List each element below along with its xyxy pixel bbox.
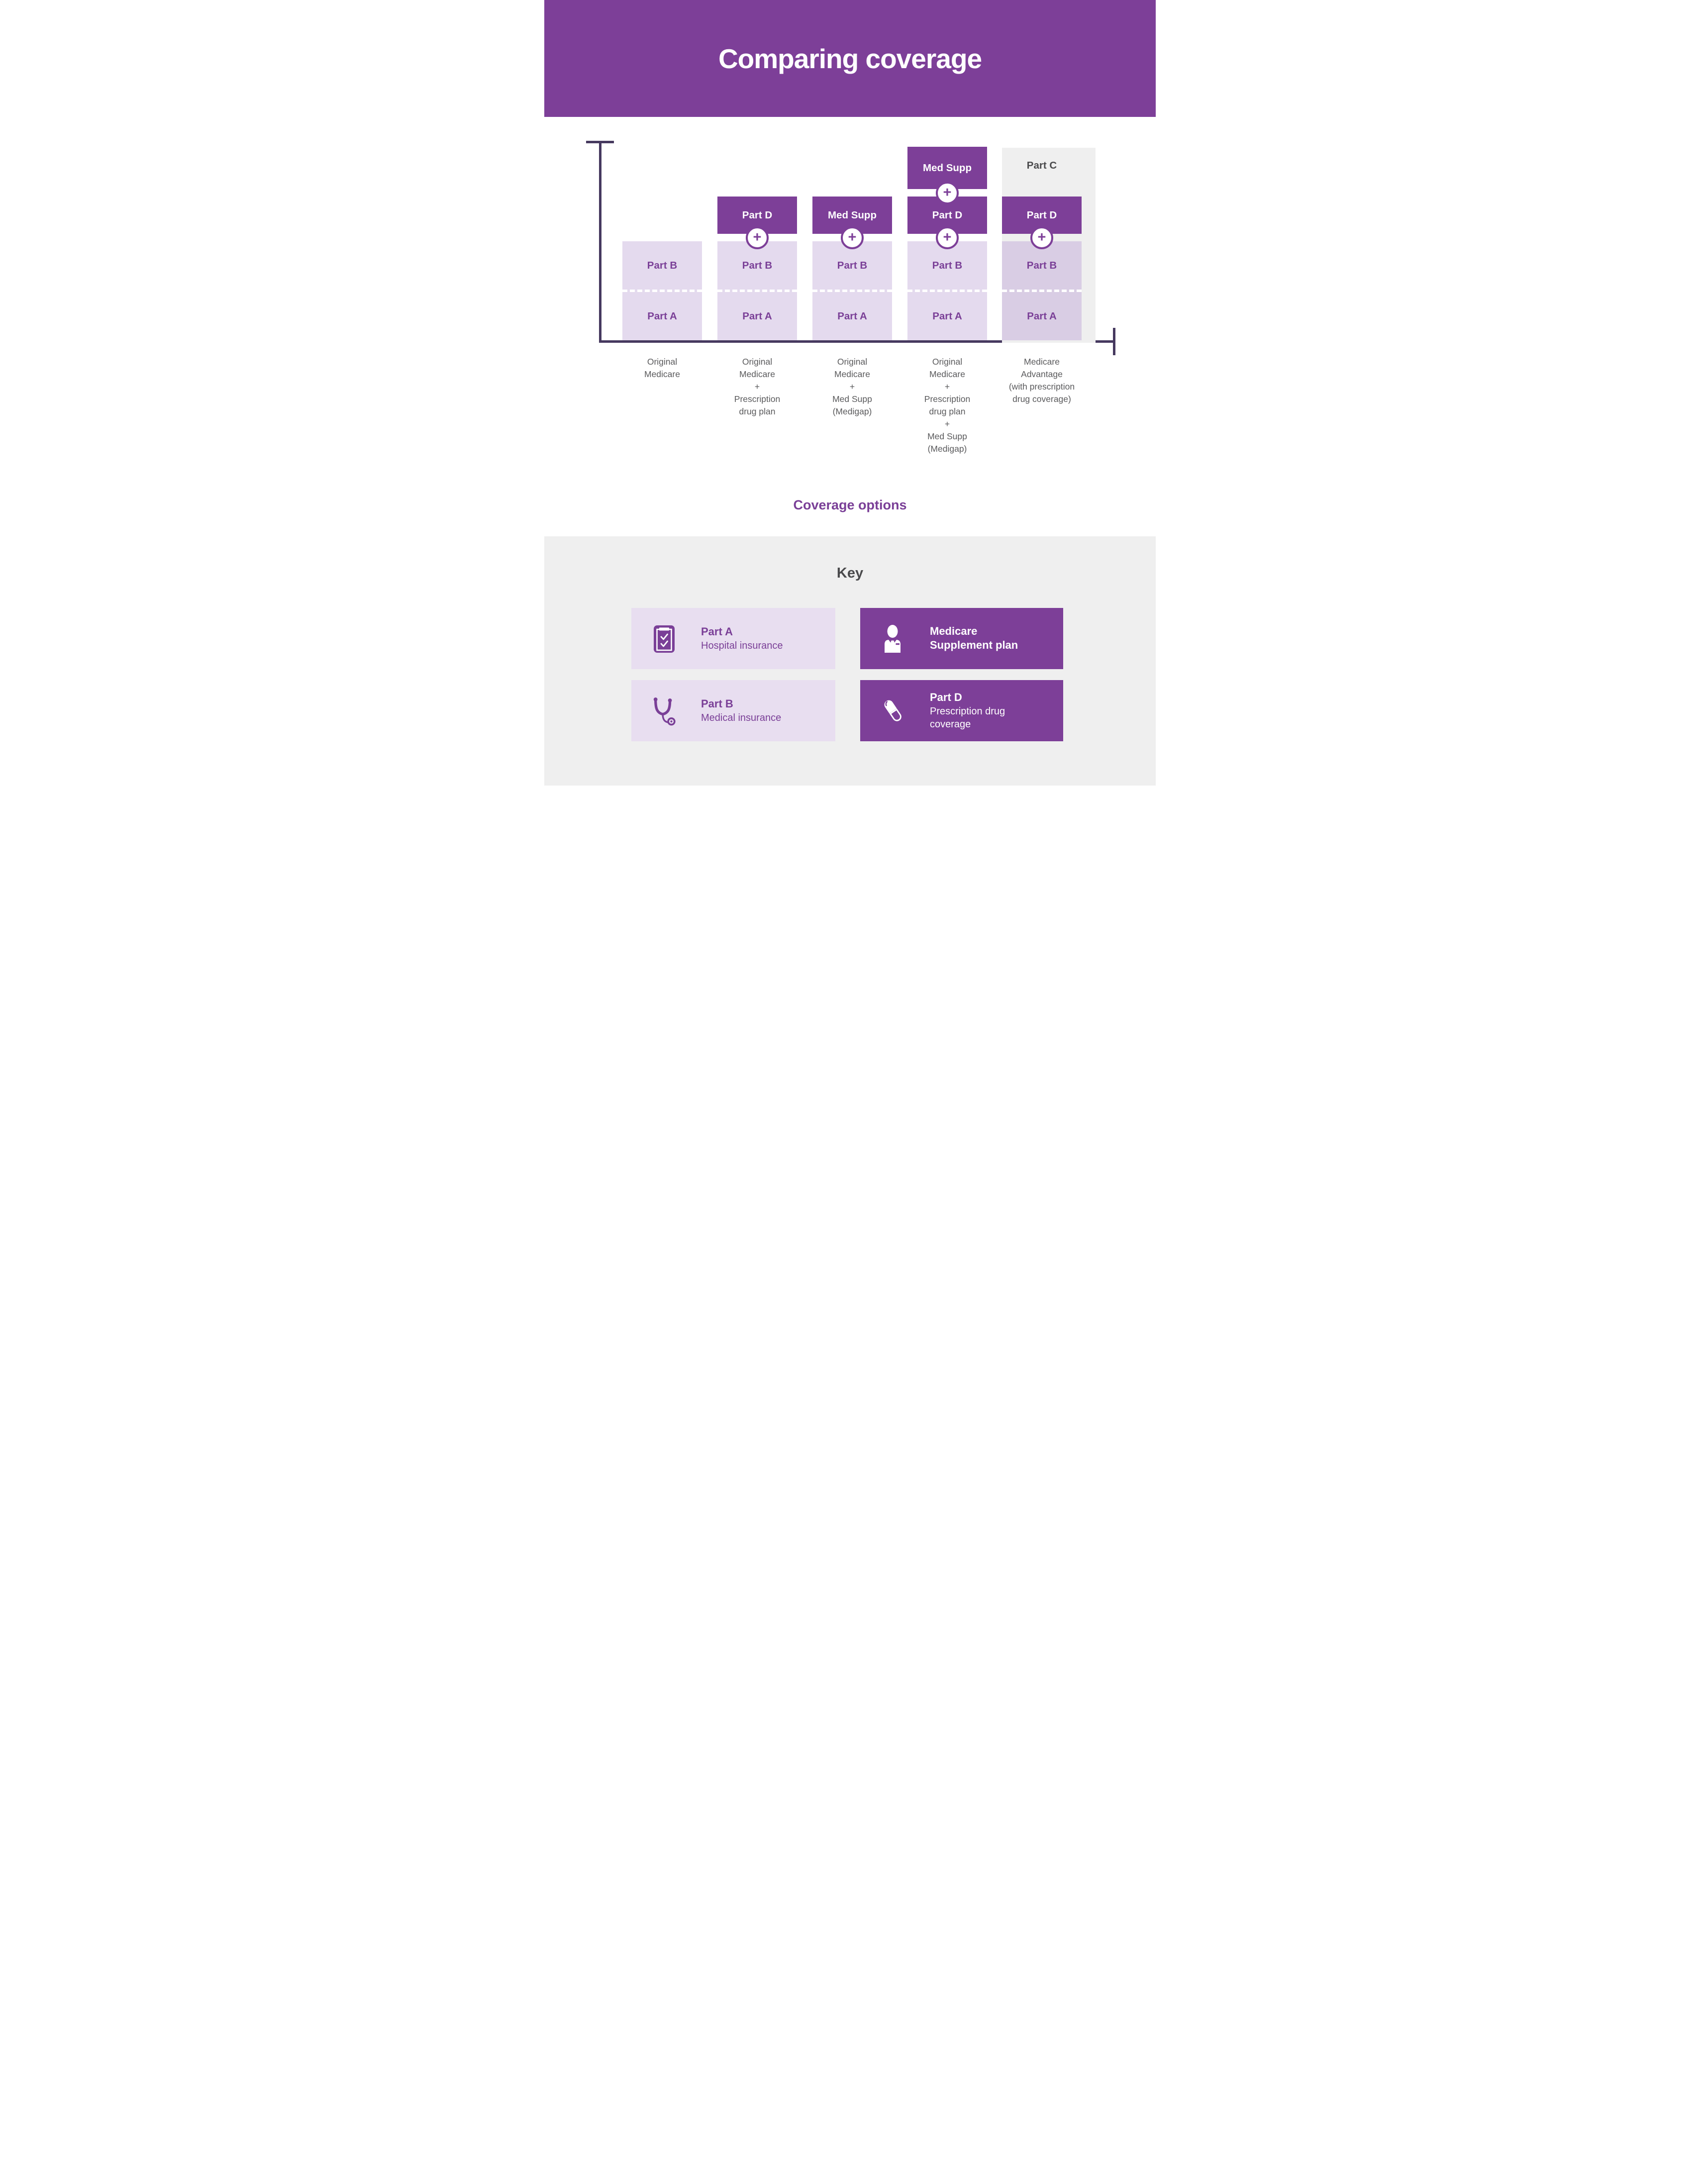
med-supp-label: Med Supp bbox=[923, 162, 972, 174]
part-b-label: Part B bbox=[837, 259, 868, 271]
med-supp-label: Med Supp bbox=[828, 209, 877, 221]
key-item-text: Part D Prescription drug coverage bbox=[930, 691, 1037, 731]
part-b-box: Part B bbox=[907, 241, 987, 290]
part-a-label: Part A bbox=[932, 310, 962, 322]
part-a-label: Part A bbox=[742, 310, 772, 322]
column-2-parts-ab: Part B Part A bbox=[717, 241, 797, 340]
column-1-parts-ab: Part B Part A bbox=[622, 241, 702, 340]
medicare-coverage-infographic: Comparing coverage Part C Part B Part A … bbox=[544, 0, 1156, 786]
plus-icon: + bbox=[943, 229, 952, 245]
column-3-parts-ab: Part B Part A bbox=[812, 241, 892, 340]
page-title: Comparing coverage bbox=[718, 43, 982, 74]
coverage-options-title: Coverage options bbox=[793, 497, 907, 512]
plus-icon: + bbox=[753, 229, 762, 245]
key-item-part-a: Part A Hospital insurance bbox=[631, 608, 835, 669]
clipboard-icon bbox=[651, 624, 677, 653]
part-b-label: Part B bbox=[742, 259, 773, 271]
key-item-subtitle: Hospital insurance bbox=[701, 640, 783, 651]
plus-connector: + bbox=[936, 226, 959, 249]
key-item-part-b: Part B Medical insurance bbox=[631, 680, 835, 741]
key-item-subtitle: Prescription drug coverage bbox=[930, 706, 1005, 730]
part-a-box: Part A bbox=[907, 290, 987, 340]
column-3-caption: Original Medicare + Med Supp (Medigap) bbox=[832, 357, 872, 416]
plus-connector: + bbox=[936, 182, 959, 204]
column-1-caption: Original Medicare bbox=[644, 357, 680, 379]
plus-icon: + bbox=[848, 229, 857, 245]
key-section: Key Part A Hospital insurance bbox=[544, 536, 1156, 786]
part-b-label: Part B bbox=[1026, 259, 1057, 271]
plus-connector: + bbox=[1030, 226, 1053, 249]
column-4-caption: Original Medicare + Prescription drug pl… bbox=[924, 357, 971, 454]
pill-icon bbox=[880, 696, 906, 725]
plus-icon: + bbox=[1037, 229, 1046, 245]
part-d-label: Part D bbox=[932, 209, 963, 221]
part-b-box: Part B bbox=[812, 241, 892, 290]
part-a-box: Part A bbox=[717, 290, 797, 340]
part-a-label: Part A bbox=[1027, 310, 1057, 322]
y-axis-line bbox=[599, 141, 601, 343]
key-item-subtitle: Medical insurance bbox=[701, 712, 782, 723]
part-b-box: Part B bbox=[622, 241, 702, 290]
part-d-label: Part D bbox=[1026, 209, 1057, 221]
x-axis-line bbox=[599, 340, 1115, 343]
plus-connector: + bbox=[841, 226, 864, 249]
x-axis-end-tick bbox=[1113, 328, 1115, 355]
part-a-box: Part A bbox=[1002, 290, 1082, 340]
part-d-label: Part D bbox=[742, 209, 773, 221]
column-4-parts-ab: Part B Part A bbox=[907, 241, 987, 340]
key-item-title: Part D bbox=[930, 691, 962, 703]
column-2-caption: Original Medicare + Prescription drug pl… bbox=[734, 357, 781, 416]
key-item-title: Medicare Supplement plan bbox=[930, 625, 1018, 651]
part-b-box: Part B bbox=[1002, 241, 1082, 290]
page-header: Comparing coverage bbox=[544, 0, 1156, 117]
coverage-chart: Part C Part B Part A Part D Part B Part … bbox=[544, 117, 1156, 536]
key-item-title: Part A bbox=[701, 625, 733, 638]
part-c-label: Part C bbox=[1026, 160, 1057, 171]
plus-connector: + bbox=[746, 226, 769, 249]
stethoscope-icon bbox=[651, 696, 677, 726]
key-item-text: Part A Hospital insurance bbox=[701, 625, 783, 652]
part-b-label: Part B bbox=[932, 259, 963, 271]
part-b-label: Part B bbox=[647, 259, 678, 271]
key-item-text: Medicare Supplement plan bbox=[930, 624, 1037, 653]
part-a-box: Part A bbox=[622, 290, 702, 340]
y-axis-top-tick bbox=[586, 141, 614, 143]
column-5-parts-ab: Part B Part A bbox=[1002, 241, 1082, 340]
part-a-label: Part A bbox=[837, 310, 867, 322]
part-b-box: Part B bbox=[717, 241, 797, 290]
key-item-medicare-supplement: Medicare Supplement plan bbox=[860, 608, 1063, 669]
part-a-label: Part A bbox=[647, 310, 677, 322]
part-a-box: Part A bbox=[812, 290, 892, 340]
key-item-text: Part B Medical insurance bbox=[701, 697, 781, 724]
key-item-title: Part B bbox=[701, 697, 733, 710]
plus-icon: + bbox=[943, 184, 952, 200]
column-5-caption: Medicare Advantage (with prescription dr… bbox=[1008, 357, 1075, 404]
key-item-part-d: Part D Prescription drug coverage bbox=[860, 680, 1063, 741]
person-icon bbox=[880, 624, 906, 653]
key-heading: Key bbox=[836, 565, 864, 581]
